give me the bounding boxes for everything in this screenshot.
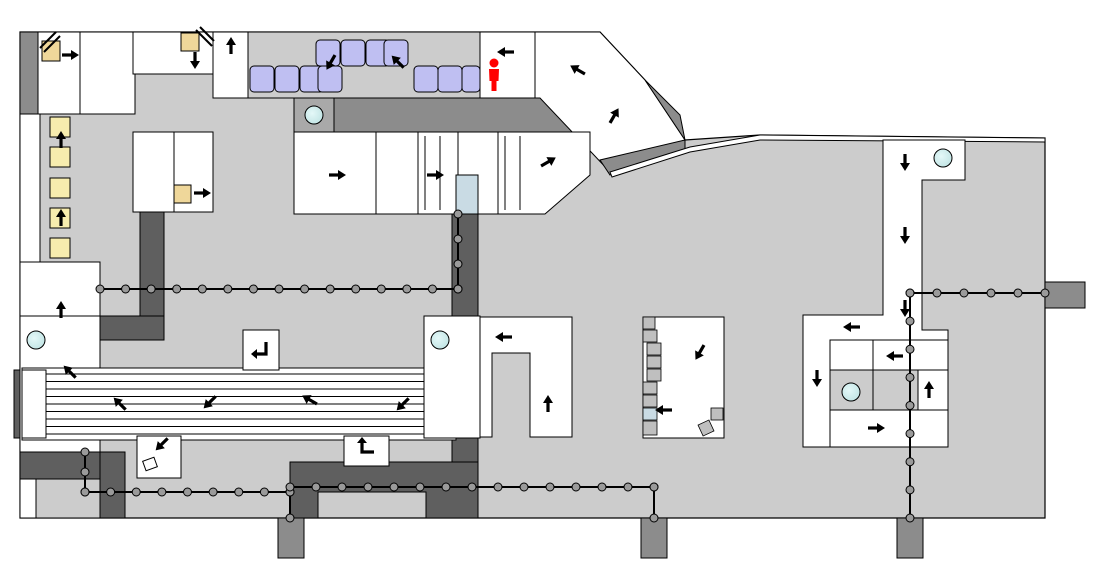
- conveyor-node-icon: [905, 513, 915, 523]
- conveyor-node-icon: [337, 482, 347, 492]
- conveyor-node-icon: [223, 284, 233, 294]
- conveyor-node-icon: [905, 316, 915, 326]
- main-conveyor: [13, 367, 457, 441]
- conveyor-node-icon: [131, 487, 141, 497]
- conveyor-node-icon: [519, 482, 529, 492]
- conveyor-node-icon: [274, 284, 284, 294]
- conveyor-node-icon: [649, 482, 659, 492]
- conveyor-node-icon: [234, 487, 244, 497]
- machine-units: [249, 39, 481, 93]
- conveyor-node-icon: [389, 482, 399, 492]
- conveyor-node-icon: [453, 234, 463, 244]
- conveyor-node-icon: [493, 482, 503, 492]
- upper-corridor: [293, 97, 585, 133]
- conveyor-node-icon: [208, 487, 218, 497]
- conveyor-node-icon: [80, 487, 90, 497]
- conveyor-node-icon: [623, 482, 633, 492]
- conveyor-chain: [80, 209, 1050, 523]
- top-left-rooms: [19, 31, 214, 265]
- conveyor-node-icon: [986, 288, 996, 298]
- conveyor-nodes: [80, 209, 1050, 523]
- conveyor-node-icon: [1040, 288, 1050, 298]
- exterior-stubs: [277, 281, 1086, 559]
- conveyor-node-icon: [415, 482, 425, 492]
- conveyor-node-icon: [95, 284, 105, 294]
- conveyor-node-icon: [363, 482, 373, 492]
- robot-icons: [142, 456, 158, 472]
- conveyor-node-icon: [300, 284, 310, 294]
- conveyor-node-icon: [959, 288, 969, 298]
- assembly-racks: [642, 316, 724, 437]
- assembly-room: [642, 316, 725, 439]
- conveyor-node-icon: [441, 482, 451, 492]
- conveyor-belts: [46, 373, 456, 435]
- sensor-icon: [304, 105, 324, 125]
- conveyor-node-icon: [285, 513, 295, 523]
- conveyor-node-icon: [571, 482, 581, 492]
- conveyor-node-icon: [905, 457, 915, 467]
- conveyor-node-icon: [197, 284, 207, 294]
- conveyor-node-icon: [402, 284, 412, 294]
- bay-rooms: [136, 315, 481, 479]
- conveyor-node-icon: [259, 487, 269, 497]
- conveyor-node-icon: [106, 487, 116, 497]
- sensors: [26, 105, 953, 402]
- tan-stations: [39, 26, 215, 204]
- conveyor-node-icon: [121, 284, 131, 294]
- conveyor-node-icon: [932, 288, 942, 298]
- inspection-room: [132, 131, 214, 213]
- conveyor-node-icon: [905, 401, 915, 410]
- conveyor-node-icon: [157, 487, 167, 497]
- conveyor-node-icon: [311, 482, 321, 492]
- process-lines: [424, 136, 521, 210]
- process-rooms: [293, 131, 591, 215]
- dark-corridors: [19, 211, 479, 519]
- conveyor-node-icon: [453, 284, 463, 294]
- sensor-icon: [933, 148, 953, 168]
- conveyor-node-icon: [467, 482, 477, 492]
- conveyor-node-icon: [351, 284, 361, 294]
- person-icon: [489, 58, 499, 91]
- conveyor-node-icon: [453, 209, 463, 219]
- conveyor-node-icon: [905, 485, 915, 495]
- conveyor-node-icon: [1013, 288, 1023, 298]
- conveyor-node-icon: [649, 513, 659, 523]
- conveyor-node-icon: [597, 482, 607, 492]
- conveyor-node-icon: [905, 372, 915, 382]
- conveyor-node-icon: [80, 447, 90, 457]
- conveyor-node-icon: [248, 284, 258, 294]
- conveyor-node-icon: [545, 482, 555, 492]
- conveyor-node-icon: [905, 288, 915, 298]
- sensor-icon: [430, 330, 450, 350]
- conveyor-node-icon: [376, 284, 386, 294]
- sensor-icon: [26, 330, 46, 350]
- conveyor-node-icon: [285, 482, 295, 492]
- conveyor-node-icon: [427, 284, 437, 294]
- conveyor-node-icon: [80, 467, 90, 477]
- conveyor-node-icon: [453, 259, 463, 269]
- conveyor-node-icon: [172, 284, 182, 294]
- conveyor-node-icon: [905, 344, 915, 354]
- conveyor-node-icon: [325, 284, 335, 294]
- sensor-icon: [841, 382, 861, 402]
- conveyor-node-icon: [183, 487, 192, 497]
- conveyor-node-icon: [146, 284, 156, 294]
- conveyor-node-icon: [905, 429, 915, 439]
